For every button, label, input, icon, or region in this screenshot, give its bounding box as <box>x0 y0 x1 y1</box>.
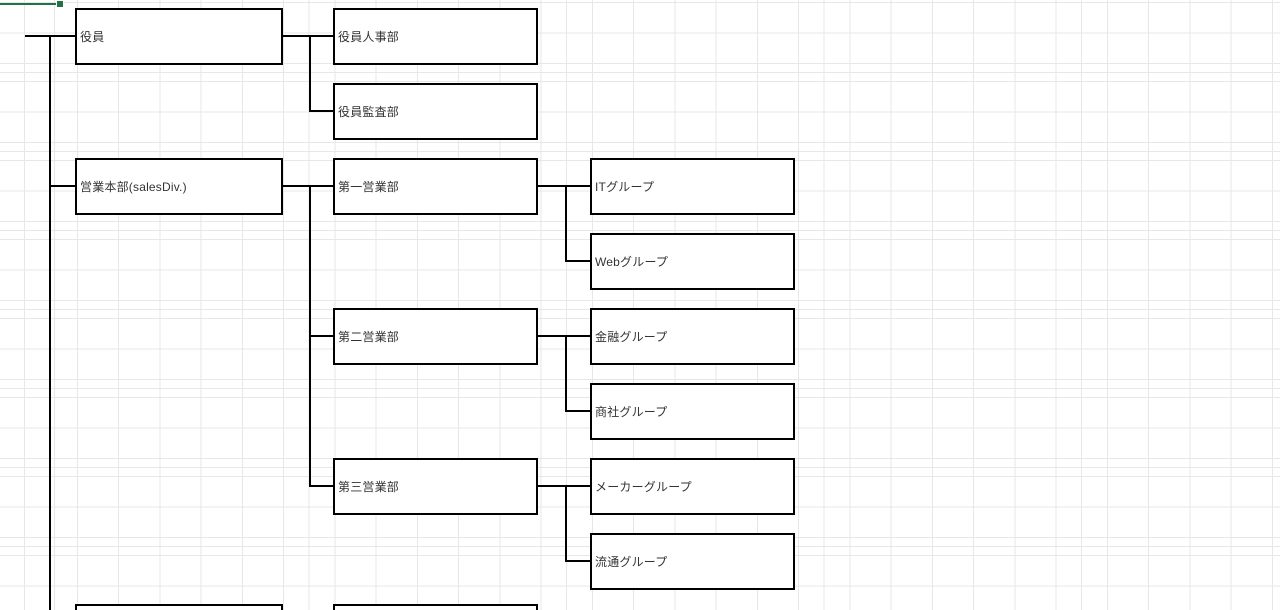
connector-root-to-officers[interactable] <box>25 35 77 37</box>
org-node-trading-group[interactable]: 商社グループ <box>590 383 795 440</box>
org-node-partial-1[interactable] <box>75 604 283 610</box>
org-node-finance-group-label: 金融グループ <box>595 330 668 344</box>
connector-officers-to-audit[interactable] <box>309 110 335 112</box>
connector-dept2-to-finance-group[interactable] <box>536 335 592 337</box>
connector-dept2-trunk[interactable] <box>565 335 567 412</box>
org-node-maker-group-label: メーカーグループ <box>595 480 692 494</box>
connector-dept2-to-trading-group[interactable] <box>565 410 592 412</box>
worksheet-gridlines-vertical <box>77 0 1280 610</box>
org-node-trading-group-label: 商社グループ <box>595 405 668 419</box>
org-node-officers-label: 役員 <box>80 30 105 44</box>
connector-dept3-to-distribution-group[interactable] <box>565 560 592 562</box>
org-node-officers-audit-label: 役員監査部 <box>338 105 400 119</box>
connector-dept3-trunk[interactable] <box>565 485 567 562</box>
connector-sales-div-to-dept1[interactable] <box>281 185 335 187</box>
worksheet-gridline-col-b <box>54 0 55 610</box>
connector-dept3-to-maker-group[interactable] <box>536 485 592 487</box>
org-node-distribution-group[interactable]: 流通グループ <box>590 533 795 590</box>
org-node-finance-group[interactable]: 金融グループ <box>590 308 795 365</box>
connector-root-to-sales-div[interactable] <box>49 185 77 187</box>
connector-dept1-to-web-group[interactable] <box>565 260 592 262</box>
connector-root-trunk[interactable] <box>49 35 51 610</box>
org-node-sales-dept-1-label: 第一営業部 <box>338 180 400 194</box>
connector-dept1-to-it-group[interactable] <box>536 185 592 187</box>
connector-dept1-trunk[interactable] <box>565 185 567 262</box>
org-node-sales-dept-3-label: 第三営業部 <box>338 480 400 494</box>
org-node-it-group[interactable]: ITグループ <box>590 158 795 215</box>
org-node-sales-dept-1[interactable]: 第一営業部 <box>333 158 538 215</box>
fill-handle-icon[interactable] <box>56 0 64 8</box>
org-node-officers-audit[interactable]: 役員監査部 <box>333 83 538 140</box>
worksheet-gridline-col-a <box>24 0 25 610</box>
selected-cell-bottom-border[interactable] <box>0 3 56 5</box>
org-node-partial-2[interactable] <box>333 604 538 610</box>
org-node-sales-div-label: 営業本部(salesDiv.) <box>80 180 187 194</box>
org-node-web-group[interactable]: Webグループ <box>590 233 795 290</box>
org-node-sales-div[interactable]: 営業本部(salesDiv.) <box>75 158 283 215</box>
org-node-maker-group[interactable]: メーカーグループ <box>590 458 795 515</box>
org-node-sales-dept-2-label: 第二営業部 <box>338 330 400 344</box>
connector-officers-to-hr[interactable] <box>281 35 335 37</box>
org-node-officers[interactable]: 役員 <box>75 8 283 65</box>
org-node-officers-hr[interactable]: 役員人事部 <box>333 8 538 65</box>
connector-officers-trunk[interactable] <box>309 35 311 112</box>
connector-sales-div-to-dept3[interactable] <box>309 485 335 487</box>
org-node-web-group-label: Webグループ <box>595 255 669 269</box>
connector-sales-div-to-dept2[interactable] <box>309 335 335 337</box>
org-node-officers-hr-label: 役員人事部 <box>338 30 400 44</box>
org-node-it-group-label: ITグループ <box>595 180 655 194</box>
org-node-sales-dept-2[interactable]: 第二営業部 <box>333 308 538 365</box>
org-node-sales-dept-3[interactable]: 第三営業部 <box>333 458 538 515</box>
org-node-distribution-group-label: 流通グループ <box>595 555 668 569</box>
